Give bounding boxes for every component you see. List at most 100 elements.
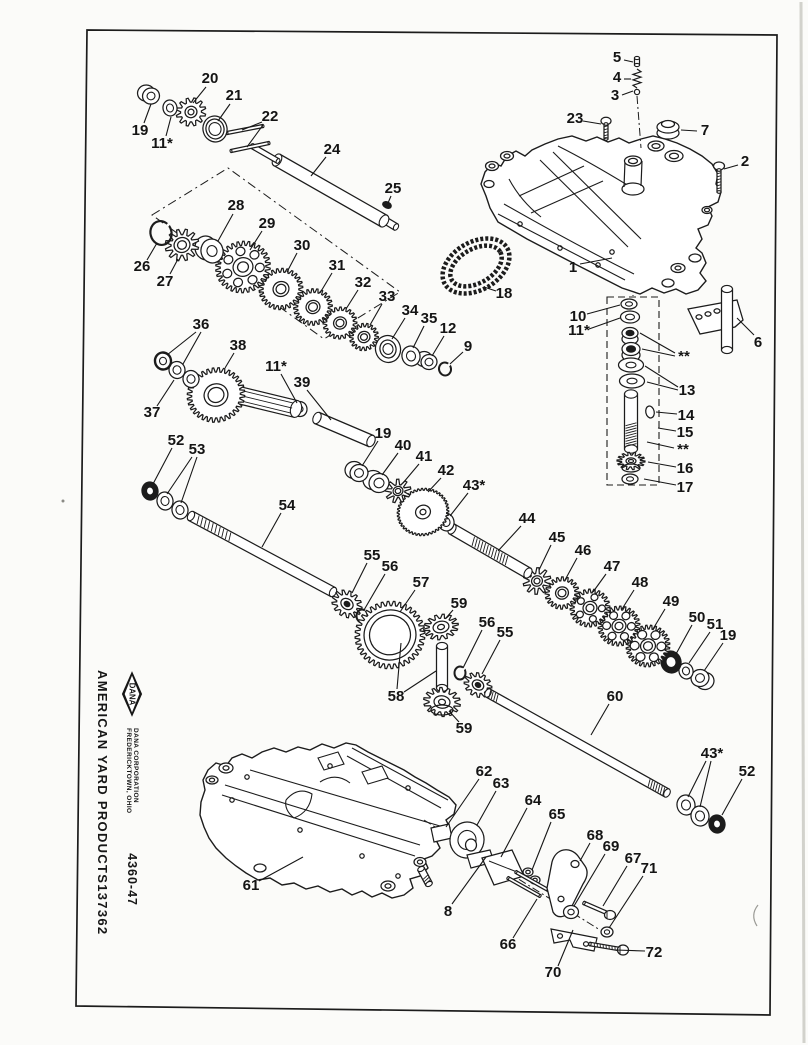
part-number-label: 31 xyxy=(329,257,346,274)
part-5-plug xyxy=(633,55,641,61)
part-22-pin xyxy=(267,140,271,146)
leader-line xyxy=(249,230,263,251)
leader-line xyxy=(402,463,420,484)
housing-ear-boss xyxy=(703,207,711,213)
callout-70: 70 xyxy=(545,929,574,981)
part-36-washer xyxy=(172,365,182,375)
part-13-washer xyxy=(626,377,638,385)
part-number-label: 54 xyxy=(279,497,296,514)
callout-18: 18 xyxy=(483,285,512,302)
callout-1: 1 xyxy=(569,257,613,276)
part-11-washer xyxy=(165,103,175,113)
part-40-spacer xyxy=(373,477,385,489)
part-29-gear xyxy=(235,246,246,257)
housing-rib xyxy=(552,151,642,240)
leader-line xyxy=(623,59,634,63)
part-26-ring xyxy=(149,219,173,247)
part-number-label: 20 xyxy=(202,70,219,87)
title-block: DANA DANA CORPORATION FREDERICKTOWN, OHI… xyxy=(88,668,146,935)
title-block-row-manufacturer: DANA DANA CORPORATION FREDERICKTOWN, OHI… xyxy=(118,668,146,912)
part-39-pin xyxy=(313,411,375,448)
part-70-bracket xyxy=(550,928,598,952)
callout-71: 71 xyxy=(608,860,657,929)
housing-ear-boss xyxy=(205,775,219,785)
leader-line xyxy=(399,589,416,613)
callout-55: 55 xyxy=(481,624,513,675)
part-41-sprocket xyxy=(394,487,402,495)
part-67-bolt-head xyxy=(603,909,617,921)
part-41-sprocket xyxy=(384,478,412,504)
part-44-shaft xyxy=(490,547,495,558)
leader-line xyxy=(261,512,282,548)
housing-foot xyxy=(416,859,424,865)
part-44-shaft xyxy=(523,567,533,579)
part-15-shaft xyxy=(625,437,637,442)
part-number-label: 10 xyxy=(570,308,587,325)
part-number-label: 45 xyxy=(549,529,566,546)
leader-line xyxy=(531,821,552,871)
callout-38: 38 xyxy=(224,337,246,369)
part-26-ring xyxy=(164,217,176,229)
leader-line xyxy=(586,304,621,315)
callout-36: 36 xyxy=(166,316,209,365)
part-10-washer xyxy=(624,301,634,307)
part-20-gear xyxy=(187,108,195,116)
part-number-label: 56 xyxy=(479,614,496,631)
part-70-bracket-hole xyxy=(556,933,564,939)
leader-line xyxy=(152,447,173,485)
housing-ear-boss xyxy=(503,153,511,159)
part-58-pin xyxy=(435,641,449,651)
part-number-label: 30 xyxy=(294,237,311,254)
part-number-label: 25 xyxy=(385,180,402,197)
part-59-pinion xyxy=(430,704,454,716)
part-59-pinion xyxy=(436,623,446,631)
housing-shift-boss xyxy=(621,182,645,196)
housing-rib xyxy=(539,159,629,248)
part-18-chain xyxy=(448,243,504,289)
part-58-pin xyxy=(435,645,449,689)
part-27-sprocket xyxy=(164,228,200,262)
part-63-brake-disc-hub xyxy=(464,838,478,852)
callout-68: 68 xyxy=(579,827,603,862)
leader-line xyxy=(246,124,264,148)
part-43-washer xyxy=(694,810,706,822)
callout-12: 12 xyxy=(431,320,456,357)
leader-line xyxy=(652,608,666,630)
part-59-pinion xyxy=(432,620,450,634)
housing-shift-boss xyxy=(623,155,643,167)
housing-saddle xyxy=(319,776,351,784)
part-number-label: 29 xyxy=(259,215,276,232)
part-6-bracket-hole xyxy=(695,314,703,320)
leader-line xyxy=(675,624,693,655)
part-number-label: 4 xyxy=(613,69,622,86)
part-number-label: 16 xyxy=(677,460,694,477)
callout-48: 48 xyxy=(621,574,648,610)
leader-line xyxy=(644,365,679,388)
part-49-gear xyxy=(650,630,661,641)
callout-5: 5 xyxy=(613,49,634,66)
part-22-pin xyxy=(229,148,233,154)
part-8-brake-rod xyxy=(424,877,430,882)
part-6-shaft xyxy=(720,284,734,294)
leader-line xyxy=(412,325,425,349)
leader-line xyxy=(241,121,263,131)
callout-51: 51 xyxy=(688,616,723,664)
part-number-label: 50 xyxy=(689,609,706,626)
housing-shift-boss xyxy=(640,160,643,187)
callout-40: 40 xyxy=(381,437,411,476)
part-15-shaft xyxy=(625,422,637,427)
part-number-label: 47 xyxy=(604,558,621,575)
callout-54: 54 xyxy=(261,497,296,548)
part-15-shaft xyxy=(625,432,637,437)
housing-ear-boss xyxy=(484,160,500,172)
manufacturer-address: DANA CORPORATION FREDERICKTOWN, OHIO xyxy=(125,728,140,813)
leader-line xyxy=(427,477,442,493)
part-number-label: 70 xyxy=(545,964,562,981)
part-54-axle xyxy=(217,526,221,536)
part-54-axle xyxy=(196,515,200,525)
part-54-axle xyxy=(186,510,196,522)
callout-30: 30 xyxy=(286,237,311,273)
part-66-pin xyxy=(538,894,542,898)
part-3-ball xyxy=(633,88,641,96)
